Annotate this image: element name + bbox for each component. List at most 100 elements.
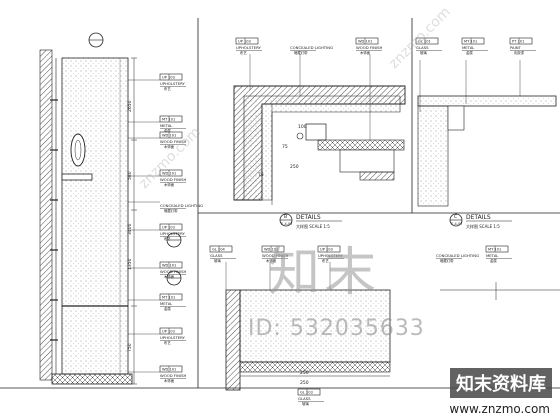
material-label: UPHOLSTERY xyxy=(160,231,186,236)
watermark-url: www.znzmo.com xyxy=(449,402,550,416)
material-label: GLASS xyxy=(298,396,311,401)
material-code: MT 101 xyxy=(488,248,501,252)
wall-sconce xyxy=(70,133,86,167)
material-code: WD 101 xyxy=(162,368,176,372)
base-skirting xyxy=(51,373,133,385)
detail-c-ref: E-4-07 xyxy=(451,222,462,226)
material-label: METAL xyxy=(160,123,173,128)
material-sub: 木饰面 xyxy=(164,274,175,279)
material-label: UPHOLSTERY xyxy=(236,45,262,50)
material-sub: 暗藏灯带 xyxy=(164,208,178,213)
material-sub: 木饰面 xyxy=(164,144,175,149)
detail-b-scale: 大样图 SCALE 1:5 xyxy=(296,223,330,229)
dim-label: 250 xyxy=(290,164,299,170)
material-code: WD 101 xyxy=(264,248,278,252)
material-sub: 金属 xyxy=(490,258,497,263)
material-code: WD 101 xyxy=(162,264,176,268)
material-sub: 布艺 xyxy=(240,50,247,55)
detail-c-letter: C xyxy=(454,214,457,220)
material-label: WOOD FINISH xyxy=(262,253,289,258)
material-sub: 暗藏灯带 xyxy=(440,258,454,263)
material-label: UPHOLSTERY xyxy=(160,335,186,340)
shelf xyxy=(61,173,93,181)
watermark-id: ID: 532035633 xyxy=(248,316,425,341)
material-sub: 布艺 xyxy=(164,236,171,241)
material-label: GLASS xyxy=(416,45,429,50)
wall-hatch xyxy=(39,49,53,381)
upholstered-panel xyxy=(61,57,129,307)
dim-label: 100 xyxy=(298,124,307,130)
material-sub: 木饰面 xyxy=(360,50,371,55)
dim-label: 250 xyxy=(300,370,309,376)
material-label: WOOD FINISH xyxy=(160,373,187,378)
left-elevation: 3400 2650 580 1350 750 UP 103UPHOLSTERY布… xyxy=(39,32,203,385)
detail-b-letter: B xyxy=(284,214,287,220)
dim-label: 1350 xyxy=(127,258,133,270)
material-code: MT 101 xyxy=(464,40,477,44)
concealed-light-cove xyxy=(305,123,327,141)
material-sub: 木饰面 xyxy=(266,258,277,263)
dim-label: 250 xyxy=(300,380,309,386)
material-code: GL 101 xyxy=(418,40,431,44)
material-code: WD 101 xyxy=(162,134,176,138)
material-code: MT 101 xyxy=(162,118,175,122)
material-sub: 金属 xyxy=(466,50,473,55)
material-sub: 布艺 xyxy=(164,86,171,91)
material-label: CONCEALED LIGHTING xyxy=(436,253,479,258)
material-code: UP 103 xyxy=(162,330,175,334)
material-code: UP 103 xyxy=(162,226,175,230)
material-label: WOOD FINISH xyxy=(356,45,383,50)
material-label: WOOD FINISH xyxy=(160,139,187,144)
material-label: CONCEALED LIGHTING xyxy=(160,203,203,208)
dim-label: 3400 xyxy=(127,223,133,235)
material-label: METAL xyxy=(462,45,475,50)
material-label: METAL xyxy=(486,253,499,258)
material-sub: 木饰面 xyxy=(164,182,175,187)
detail-c-scale: 大样图 SCALE 1:5 xyxy=(466,223,500,229)
detail-b-title: DETAILS xyxy=(296,214,321,221)
material-code: GL 104 xyxy=(212,248,226,252)
material-sub: 玻璃 xyxy=(214,258,221,263)
material-label: PAINT xyxy=(510,45,522,50)
dim-label: 75 xyxy=(258,172,264,178)
material-code: WD 101 xyxy=(358,40,372,44)
material-sub: 布艺 xyxy=(322,258,329,263)
material-sub: 乳胶漆 xyxy=(514,50,525,55)
material-sub: 玻璃 xyxy=(302,401,309,406)
material-code: GL 103 xyxy=(300,391,313,395)
dim-label: 2650 xyxy=(127,100,133,112)
material-sub: 金属 xyxy=(164,306,171,311)
detail-b-ref: E-4-07 xyxy=(281,222,292,226)
watermark-brand: 知末资料库 xyxy=(450,368,552,398)
material-sub: 布艺 xyxy=(164,340,171,345)
material-label: GLASS xyxy=(210,253,223,258)
material-code: UP 103 xyxy=(320,248,333,252)
material-code: WD 101 xyxy=(162,172,176,176)
material-code: PT 101 xyxy=(512,40,524,44)
material-label: METAL xyxy=(160,301,173,306)
material-label: CONCEALED LIGHTING xyxy=(290,45,333,50)
